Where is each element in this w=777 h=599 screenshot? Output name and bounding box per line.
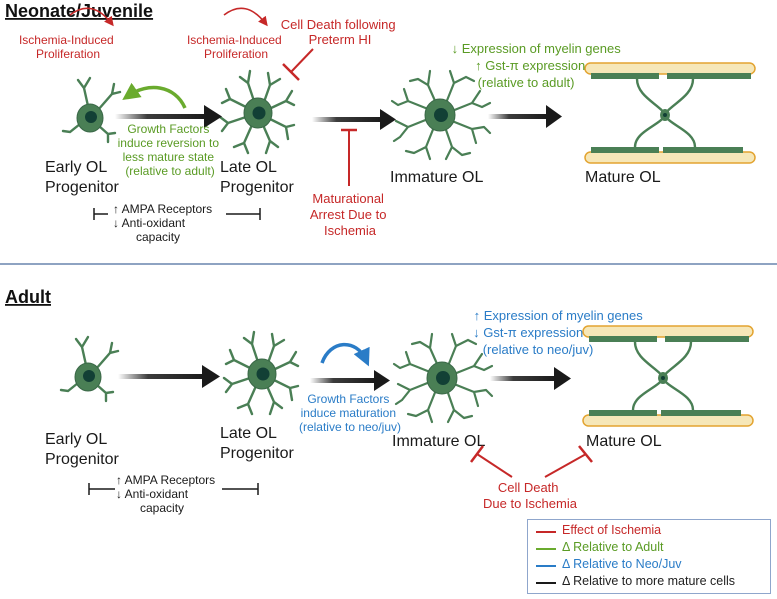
inhibition-bar (578, 445, 593, 463)
inhibition-bar (282, 63, 300, 81)
legend-swatch (536, 531, 556, 533)
legend-label: Δ Relative to Adult (562, 540, 664, 554)
proliferation-curved-arrow (223, 7, 268, 27)
immature-ol-cell (390, 69, 492, 161)
late-ol-progenitor-label: Late OL Progenitor (220, 159, 294, 196)
immature-ol-label: Immature OL (390, 169, 483, 186)
neonate-title: Neonate/Juvenile (5, 1, 153, 21)
legend-label: Δ Relative to Neo/Juv (562, 557, 682, 571)
late-ol-progenitor-cell (218, 69, 296, 155)
proliferation-curved-arrow (69, 7, 114, 27)
early-ol-progenitor-label: Early OL Progenitor (45, 159, 119, 196)
myelin-expression-note: ↑ Expression of myelin genes ↓ Gst-π exp… (473, 308, 646, 357)
inhibition-line (544, 453, 587, 478)
maturation-curved-arrow (320, 342, 370, 367)
immature-ol-cell (392, 332, 494, 424)
adult-title: Adult (5, 287, 51, 307)
mature-ol-label: Mature OL (585, 169, 661, 186)
progression-arrow (312, 109, 396, 130)
myelin-expression-note: ↓ Expression of myelin genes ↑ Gst-π exp… (452, 41, 625, 90)
ampa-receptors-note: ↑ AMPA Receptors ↓ Anti-oxidant capacity (113, 202, 216, 244)
inhibition-bar (470, 445, 484, 463)
maturational-arrest-text: Maturational Arrest Due to Ischemia (310, 191, 390, 238)
legend-swatch (536, 548, 556, 550)
legend-label: Δ Relative to more mature cells (562, 574, 735, 588)
legend-label: Effect of Ischemia (562, 523, 662, 537)
immature-ol-label: Immature OL (392, 433, 485, 450)
mature-ol-cell (582, 325, 754, 427)
legend-box: Effect of Ischemia Δ Relative to Adult Δ… (527, 519, 771, 594)
growth-factors-maturation-text: Growth Factors induce maturation (relati… (299, 392, 401, 434)
late-ol-progenitor-label: Late OL Progenitor (220, 425, 294, 462)
inhibition-line (476, 453, 513, 478)
progression-arrow (118, 365, 220, 388)
ampa-receptors-note: ↑ AMPA Receptors ↓ Anti-oxidant capacity (116, 473, 219, 515)
mature-ol-cell (584, 62, 756, 164)
ischemia-proliferation-text: Ischemia-Induced Proliferation (187, 33, 285, 61)
legend-swatch (536, 582, 556, 584)
cell-death-preterm-text: Cell Death following Preterm HI (281, 17, 400, 47)
ischemia-proliferation-text: Ischemia-Induced Proliferation (19, 33, 117, 61)
legend-swatch (536, 565, 556, 567)
early-ol-progenitor-cell (61, 76, 122, 144)
progression-arrow (115, 105, 222, 128)
progression-arrow (488, 105, 562, 128)
reversion-curved-arrow (122, 82, 187, 109)
cell-death-ischemia-text: Cell Death Due to Ischemia (483, 480, 578, 511)
early-ol-progenitor-label: Early OL Progenitor (45, 431, 119, 468)
growth-factors-reversion-text: Growth Factors induce reversion to less … (118, 122, 223, 178)
progression-arrow (490, 367, 571, 390)
mature-ol-label: Mature OL (586, 433, 662, 450)
late-ol-progenitor-cell (222, 330, 300, 416)
inhibition-line (290, 48, 314, 73)
progression-arrow (310, 370, 390, 391)
early-ol-progenitor-cell (59, 335, 120, 403)
